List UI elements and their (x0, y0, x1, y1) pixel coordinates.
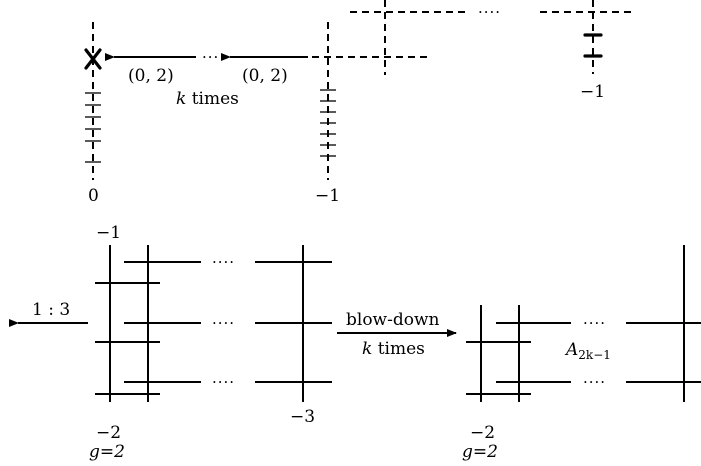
blow-down-arrow-group: blow-down k times (337, 310, 457, 359)
label-k: k (176, 89, 186, 109)
bottom-left-configuration: ···· ···· ···· 1 : 3 −1 −3 −2 g=2 (8, 223, 332, 462)
label-pair-left: (0, 2) (128, 66, 174, 86)
label-k-bottom: k (362, 339, 372, 359)
label-blow-down: blow-down (346, 310, 440, 330)
label-times: times (186, 89, 239, 109)
label-g2-right: g=2 (462, 442, 498, 462)
short-ticks-left (85, 92, 101, 163)
label-dots-top: ···· (478, 3, 501, 21)
label-dots-row2: ···· (212, 314, 235, 332)
label-ratio: 1 : 3 (32, 300, 70, 320)
label-k-times: k times (176, 89, 239, 109)
label-dots-row3: ···· (212, 373, 235, 391)
label-minus2-right: −2 (470, 423, 495, 443)
label-minus3: −3 (290, 407, 315, 427)
label-minus1-bottom: −1 (315, 186, 340, 206)
label-minus1-top: −1 (96, 223, 121, 243)
label-minus1-right: −1 (580, 82, 605, 102)
label-g2-left: g=2 (89, 442, 125, 462)
label-dots-row1: ···· (212, 253, 235, 271)
bottom-right-configuration: ···· ···· A2k−1 −2 g=2 (462, 245, 701, 462)
short-ticks-mid (320, 89, 336, 157)
label-dots-r-row1: ···· (583, 314, 606, 332)
label-A-sub: 2k−1 (578, 348, 611, 362)
label-A: A2k−1 (564, 340, 611, 362)
label-A-main: A (564, 340, 578, 360)
bold-ticks-right (583, 33, 603, 58)
label-dots-r-row2: ···· (583, 373, 606, 391)
label-k-times-bottom: k times (362, 339, 425, 359)
label-zero: 0 (88, 186, 99, 206)
label-dots-mid: ··· (202, 48, 219, 66)
label-times-bottom: times (372, 339, 425, 359)
label-pair-right: (0, 2) (242, 66, 288, 86)
top-configuration: (0, 2) (0, 2) ··· k times ···· 0 −1 −1 (84, 0, 632, 206)
label-minus2-left: −2 (96, 423, 121, 443)
cusp-mark (84, 48, 102, 70)
